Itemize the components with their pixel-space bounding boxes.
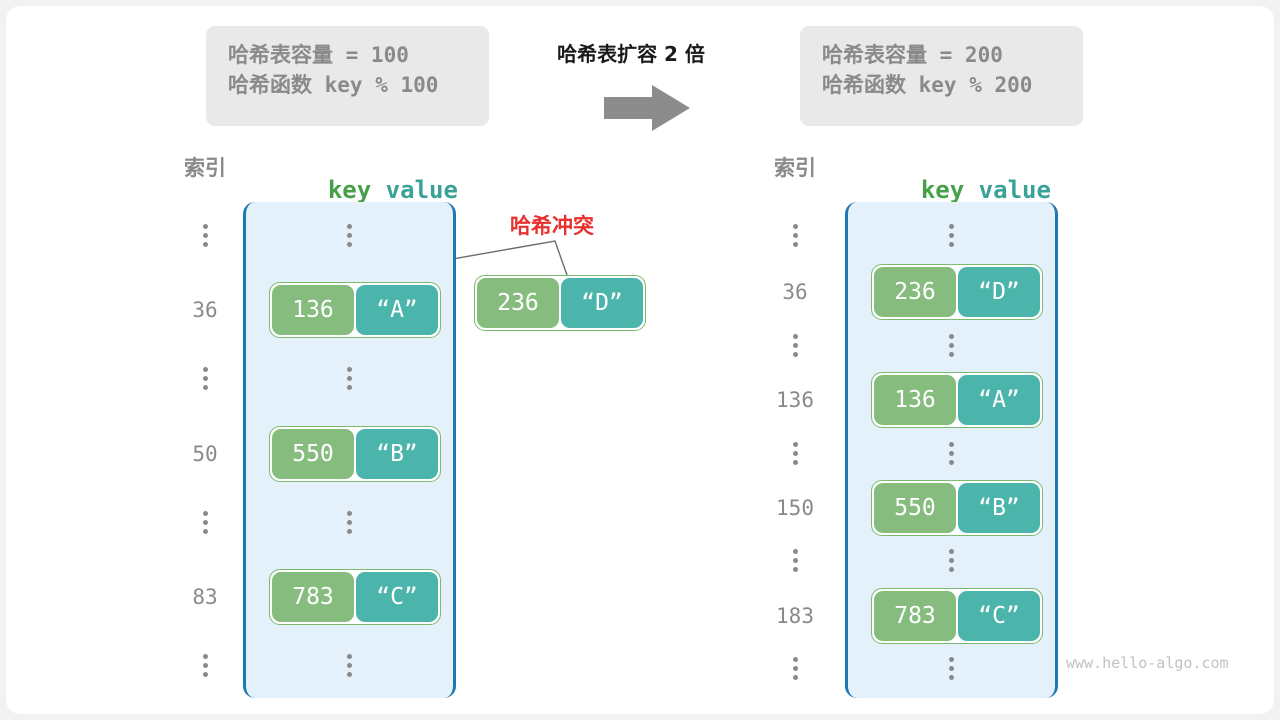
row-ellipsis — [845, 653, 1058, 683]
after-index-header: 索引 — [774, 156, 816, 180]
key-cell: 783 — [272, 572, 354, 622]
key-cell: 236 — [874, 267, 956, 317]
before-index-label: 50 — [192, 442, 218, 466]
row-ellipsis — [243, 363, 456, 393]
row-ellipsis — [845, 545, 1058, 575]
value-cell: “B” — [356, 429, 438, 479]
value-cell: “A” — [356, 285, 438, 335]
key-cell: 236 — [477, 278, 559, 328]
row-ellipsis — [845, 438, 1058, 468]
table-row[interactable]: 550 “B” — [871, 480, 1043, 536]
after-index-column: 36 136 150 183 — [758, 202, 832, 698]
after-index-label: 150 — [776, 496, 814, 520]
value-cell: “D” — [958, 267, 1040, 317]
index-ellipsis — [758, 438, 832, 468]
before-index-header: 索引 — [184, 156, 226, 180]
value-cell: “B” — [958, 483, 1040, 533]
collision-label: 哈希冲突 — [510, 214, 594, 238]
after-index-label: 136 — [776, 388, 814, 412]
key-cell: 783 — [874, 591, 956, 641]
index-ellipsis — [758, 653, 832, 683]
row-ellipsis — [243, 650, 456, 680]
before-index-label: 83 — [192, 585, 218, 609]
table-row[interactable]: 136 “A” — [871, 372, 1043, 428]
table-row[interactable]: 136 “A” — [269, 282, 441, 338]
before-index-column: 36 50 83 — [168, 202, 242, 698]
table-row[interactable]: 783 “C” — [871, 588, 1043, 644]
row-ellipsis — [243, 220, 456, 250]
key-cell: 136 — [272, 285, 354, 335]
index-ellipsis — [168, 220, 242, 250]
index-ellipsis — [168, 507, 242, 537]
after-index-label: 183 — [776, 604, 814, 628]
watermark: www.hello-algo.com — [1066, 654, 1229, 672]
value-cell: “C” — [356, 572, 438, 622]
after-kv-header: key value — [857, 148, 1057, 232]
after-index-label: 36 — [782, 280, 808, 304]
table-row[interactable]: 783 “C” — [269, 569, 441, 625]
before-table-rows: 136 “A” 550 “B” 783 “C” — [243, 202, 456, 698]
key-cell: 550 — [272, 429, 354, 479]
after-info-box: 哈希表容量 = 200 哈希函数 key % 200 — [800, 26, 1083, 126]
table-row[interactable]: 550 “B” — [269, 426, 441, 482]
value-cell: “A” — [958, 375, 1040, 425]
value-cell: “C” — [958, 591, 1040, 641]
table-row[interactable]: 236 “D” — [871, 264, 1043, 320]
index-ellipsis — [168, 650, 242, 680]
right-arrow-icon — [604, 85, 690, 131]
key-cell: 136 — [874, 375, 956, 425]
row-ellipsis — [845, 330, 1058, 360]
after-key-header: key — [920, 176, 965, 204]
before-value-header: value — [385, 176, 458, 204]
before-hash-line: 哈希函数 key % 100 — [228, 73, 439, 98]
transition-title: 哈希表扩容 2 倍 — [557, 42, 705, 66]
value-cell: “D” — [561, 278, 643, 328]
index-ellipsis — [168, 363, 242, 393]
after-value-header: value — [978, 176, 1051, 204]
row-ellipsis — [845, 220, 1058, 250]
index-ellipsis — [758, 220, 832, 250]
key-cell: 550 — [874, 483, 956, 533]
before-capacity-line: 哈希表容量 = 100 — [228, 43, 409, 67]
collision-entry[interactable]: 236 “D” — [474, 275, 646, 331]
after-table-rows: 236 “D” 136 “A” 550 “B” 783 “C” — [845, 202, 1058, 698]
diagram-canvas: 哈希表容量 = 100 哈希函数 key % 100 哈希表扩容 2 倍 哈希表… — [6, 6, 1274, 714]
before-key-header: key — [327, 176, 372, 204]
row-ellipsis — [243, 507, 456, 537]
before-info-box: 哈希表容量 = 100 哈希函数 key % 100 — [206, 26, 489, 126]
index-ellipsis — [758, 330, 832, 360]
after-capacity-line: 哈希表容量 = 200 — [822, 43, 1003, 67]
before-index-label: 36 — [192, 298, 218, 322]
before-kv-header: key value — [264, 148, 464, 232]
index-ellipsis — [758, 545, 832, 575]
after-hash-line: 哈希函数 key % 200 — [822, 73, 1033, 98]
